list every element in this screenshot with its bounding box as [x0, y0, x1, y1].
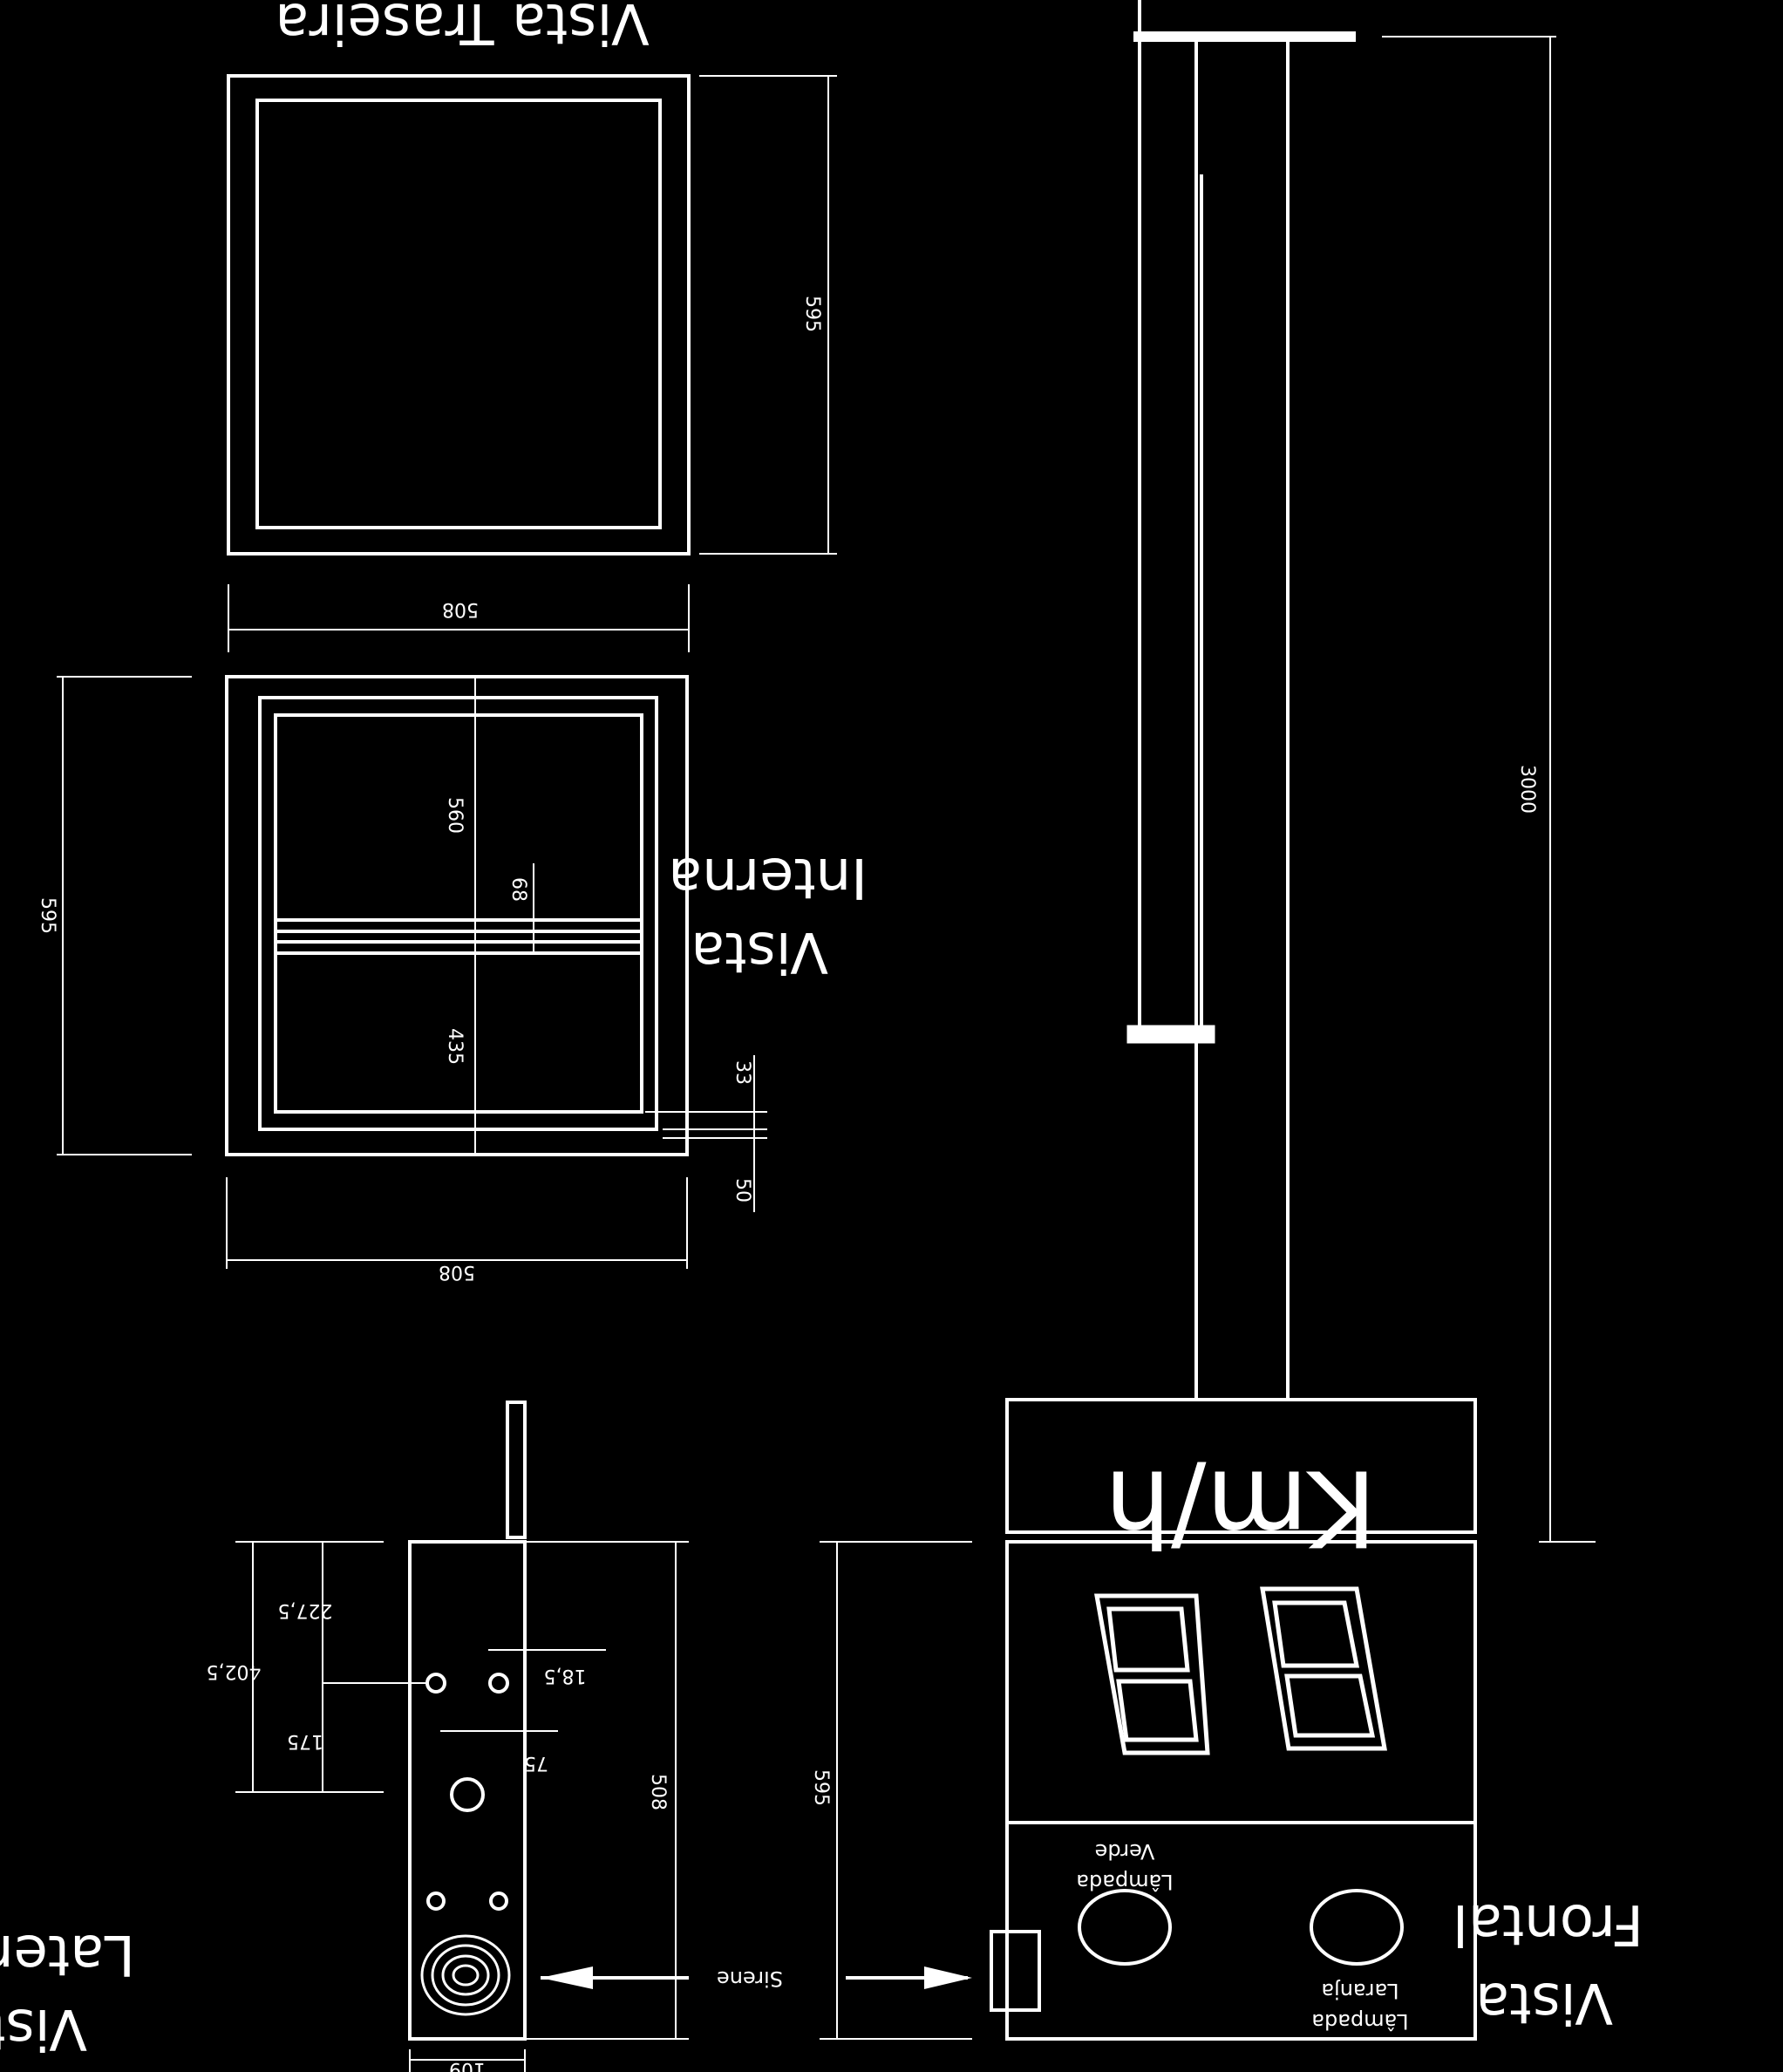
lamp-orange-label-2: Laranja	[1321, 1979, 1398, 2003]
front-view	[1126, 0, 1215, 1044]
lamp-green-label-1: Lâmpada	[1076, 1870, 1173, 1894]
dim-internal-50: 50	[732, 1178, 753, 1203]
dim-side-width: 109	[449, 2058, 486, 2072]
side-view: 402,5 227,5 175 18,5 75 508 109 Vista La…	[0, 1401, 689, 2072]
siren-label: Sirene	[717, 1966, 783, 1991]
dim-internal-height: 595	[37, 897, 58, 934]
internal-outer	[225, 675, 689, 1156]
digit-left	[1094, 1593, 1210, 1755]
dim-front-height: 595	[810, 1769, 832, 1806]
dim-pole-height: 3000	[1516, 765, 1538, 814]
lamp-orange-label-1: Lâmpada	[1311, 2009, 1408, 2034]
dim-internal-divider: 68	[507, 877, 529, 902]
siren-callout: Sirene	[541, 1966, 972, 1991]
front-title-2: Frontal	[1453, 1891, 1643, 1956]
front-view-panels: Km/h Verde Lâmpada Laranja Lâmpada 3000 …	[810, 31, 1643, 2041]
lamp-orange	[1310, 1889, 1404, 1966]
unit-label: Km/h	[1105, 1446, 1377, 1567]
lamp-green	[1078, 1889, 1172, 1966]
rear-view: 595 508 Vista Traseira	[227, 0, 837, 652]
internal-title-1: Vista	[691, 919, 828, 984]
siren-box-front	[990, 1930, 1041, 2012]
dim-internal-upper: 560	[444, 797, 466, 834]
dim-rear-height: 595	[801, 296, 823, 332]
dim-rear-width: 508	[442, 598, 479, 620]
internal-view: 560 435 68 595 508 33 50 Vista Interna	[37, 675, 868, 1283]
dim-internal-lower: 435	[444, 1028, 466, 1065]
rear-title: Vista Traseira	[275, 0, 649, 55]
side-title-1: Vista	[0, 1996, 87, 2061]
dim-internal-width: 508	[439, 1261, 475, 1283]
side-body	[408, 1540, 527, 2041]
pole-top-bar	[1133, 31, 1356, 42]
internal-title-2: Interna	[668, 845, 868, 910]
dim-side-175: 175	[287, 1730, 323, 1752]
rear-outer	[227, 74, 691, 555]
dim-side-18: 18,5	[544, 1665, 587, 1687]
dim-side-75: 75	[524, 1752, 548, 1774]
dim-internal-33: 33	[732, 1060, 753, 1085]
pole-base-bar	[1126, 1025, 1215, 1044]
dim-side-height: 508	[647, 1774, 669, 1810]
lamp-green-label-2: Verde	[1095, 1839, 1155, 1864]
speaker-icon	[420, 1934, 511, 2016]
front-title-1: Vista	[1475, 1970, 1613, 2035]
unit-box	[1005, 1398, 1477, 1534]
rear-inner	[255, 99, 662, 529]
digit-right	[1260, 1586, 1387, 1751]
dim-side-402: 402,5	[207, 1660, 262, 1682]
dim-side-227: 227,5	[278, 1599, 333, 1621]
side-pole	[506, 1401, 527, 1539]
front-panel	[1005, 1540, 1477, 2041]
side-title-2: Lateral	[0, 1922, 135, 1987]
